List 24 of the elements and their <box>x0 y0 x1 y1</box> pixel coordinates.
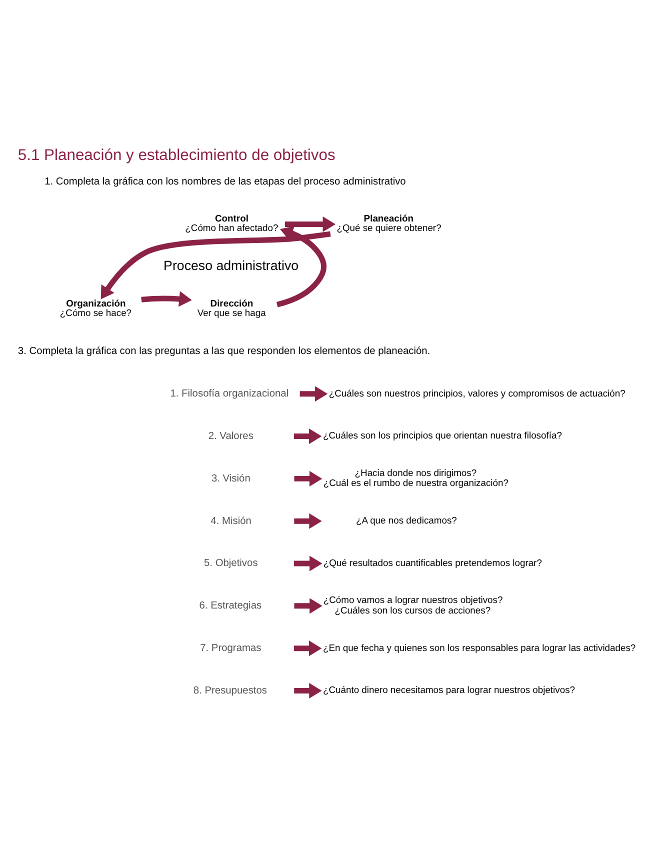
node-text: ¿Qué resultados cuantificables pretendemos lograr? <box>323 556 542 568</box>
node-text: ¿Cuáles son nuestros principios, valores y compromisos de actuación? <box>328 386 626 398</box>
node-text: ¿En que fecha y quienes son los responsables para lograr las actividades? <box>322 641 636 652</box>
label: 1. Completa la gráfica con los nombres de las etapas del proceso administrativo <box>44 176 406 188</box>
node-text: ¿Cómo vamos a lograr nuestros objetivos? ¿Cuáles son los cursos de acciones? <box>323 594 503 615</box>
node-text: 8. Presupuestos <box>193 684 268 696</box>
node-text: Dirección Ver que se haga <box>197 296 266 318</box>
node-text: 4. Misión <box>210 515 252 526</box>
node-text: Planeación ¿Qué se quiere obtener? <box>336 212 442 232</box>
node-text: 2. Valores <box>208 430 254 442</box>
node-text: ¿Cuáles son los principios que orientan nuestra filosofía? <box>322 429 562 440</box>
node-text: ¿Hacia donde nos dirigimos? ¿Cuál es el rumbo de nuestra organización? <box>323 466 508 488</box>
node-text: 7. Programas <box>200 642 262 654</box>
node-text: ¿A que nos dedicamos? <box>356 514 457 526</box>
node-text: Organización ¿Cómo se hace? <box>60 296 132 318</box>
diagram-title: 5.1 Planeación y establecimiento de objetivos <box>18 146 336 164</box>
node-text: 5. Objetivos <box>204 558 258 569</box>
node-text: Proceso administrativo <box>164 257 299 272</box>
node-text: 1. Filosofía organizacional <box>170 388 289 400</box>
node-text: Control ¿Cómo han afectado? <box>185 212 278 232</box>
node-text: 6. Estrategias <box>199 600 262 612</box>
node-text: ¿Cuánto dinero necesitamos para lograr nuestros objetivos? <box>322 684 576 695</box>
label: 3. Completa la gráfica con las preguntas a las que responden los elementos de planeación. <box>18 346 430 357</box>
node-text: 3. Visión <box>211 472 250 484</box>
